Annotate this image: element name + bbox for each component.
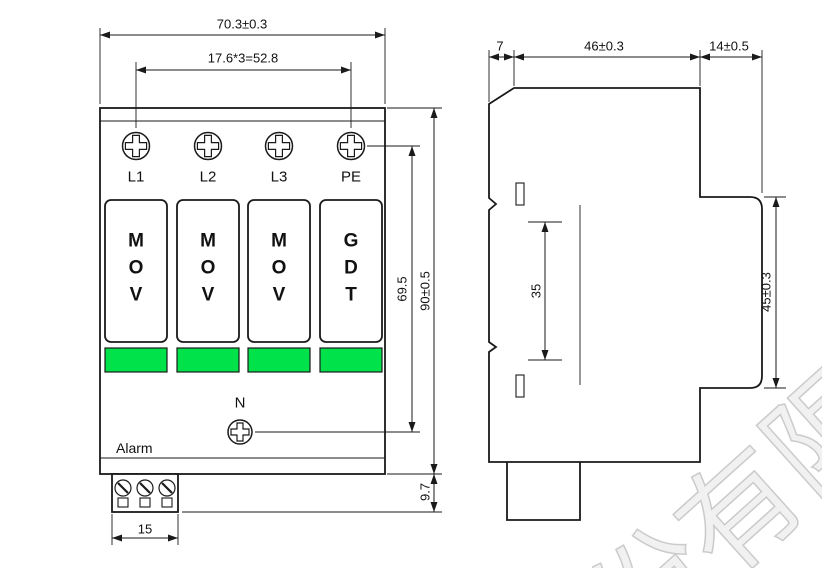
protection-modules xyxy=(104,199,383,343)
front-view xyxy=(99,107,386,513)
dim-module-height-label: 45±0.3 xyxy=(758,272,774,312)
indicator-window-3 xyxy=(247,347,311,373)
alarm-label: Alarm xyxy=(116,440,153,456)
bottom-screw-2 xyxy=(136,479,154,497)
dim-screw-span-label: 69.5 xyxy=(394,276,410,302)
dim-terminal-pitch-label: 17.6*3=52.8 xyxy=(207,50,279,66)
indicator-window-2 xyxy=(176,347,240,373)
terminal-opening-3 xyxy=(161,497,173,508)
din-clip-lower xyxy=(515,374,525,398)
terminal-label-l3: L3 xyxy=(270,168,288,186)
dim-rail-height-label: 35 xyxy=(528,283,544,299)
dim-clip-offset-label: 7 xyxy=(496,38,504,54)
screw-l1 xyxy=(121,131,151,161)
bottom-screw-1 xyxy=(114,479,132,497)
module-4-body xyxy=(319,199,383,343)
dim-overall-width-label: 70.3±0.3 xyxy=(216,16,268,32)
dimension-lines xyxy=(99,28,786,545)
module-label-2: MOV xyxy=(197,230,219,312)
module-label-1: MOV xyxy=(125,230,147,312)
side-bottom-foot xyxy=(506,462,581,521)
module-3-body xyxy=(247,199,311,343)
terminal-label-l2: L2 xyxy=(199,168,217,186)
bottom-screw-3 xyxy=(158,479,176,497)
terminal-opening-1 xyxy=(117,497,129,508)
side-profile-outline xyxy=(488,87,763,463)
neutral-label: N xyxy=(234,394,246,412)
screw-l2 xyxy=(193,131,223,161)
terminal-label-l1: L1 xyxy=(127,168,145,186)
module-label-4: GDT xyxy=(340,230,362,312)
terminal-label-pe: PE xyxy=(340,168,362,186)
dim-module-depth-label: 14±0.5 xyxy=(709,38,749,54)
module-1-body xyxy=(104,199,168,343)
side-view xyxy=(488,87,763,521)
screw-l3 xyxy=(264,131,294,161)
module-2-body xyxy=(176,199,240,343)
module-label-3: MOV xyxy=(268,230,290,312)
din-clip-upper xyxy=(515,182,525,206)
terminal-opening-2 xyxy=(139,497,151,508)
dim-base-height-label: 9.7 xyxy=(417,482,433,502)
dim-depth-label: 46±0.3 xyxy=(584,38,624,54)
dim-bottom-terminal-label: 15 xyxy=(137,521,153,537)
indicator-window-1 xyxy=(104,347,168,373)
screw-neutral xyxy=(227,419,253,445)
dim-overall-height-label: 90±0.5 xyxy=(417,271,433,311)
bottom-terminal-block xyxy=(111,473,179,513)
terminal-screws xyxy=(121,131,366,161)
screw-pe xyxy=(336,131,366,161)
indicator-window-4 xyxy=(319,347,383,373)
status-indicator-windows xyxy=(104,347,383,373)
